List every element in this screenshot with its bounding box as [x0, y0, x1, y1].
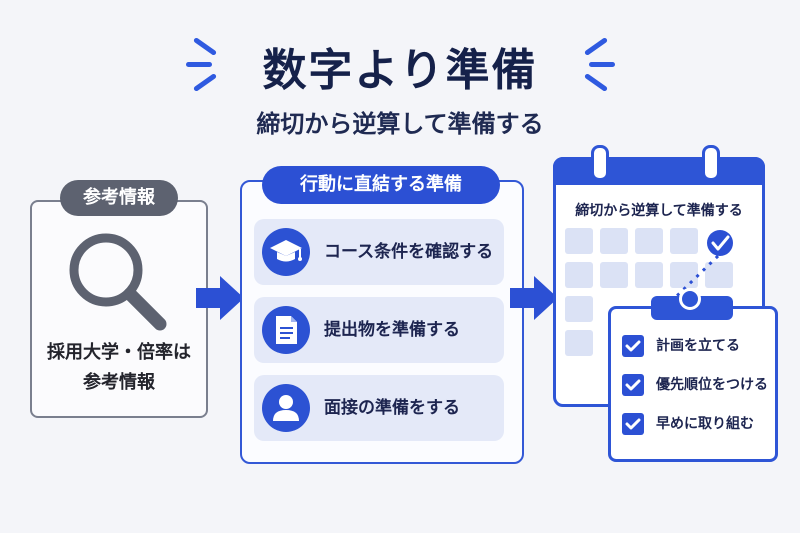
calendar-cell — [600, 262, 628, 288]
calendar-cell — [635, 262, 663, 288]
reference-text-line2: 参考情報 — [83, 372, 155, 393]
burst-line — [589, 62, 615, 67]
calendar-cell — [670, 262, 698, 288]
actions-header: 行動に直結する準備 — [262, 166, 500, 204]
calendar-cell — [670, 228, 698, 254]
checkbox-checked-icon — [622, 335, 644, 357]
action-label: コース条件を確認する — [324, 242, 494, 262]
action-label: 面接の準備をする — [324, 398, 460, 418]
action-item-course: コース条件を確認する — [254, 219, 504, 285]
checklist-item: 早めに取り組む — [656, 416, 754, 432]
calendar-header — [553, 157, 765, 185]
checklist-item: 優先順位をつける — [656, 377, 768, 393]
arrow-right-icon — [196, 276, 244, 320]
arrow-right-icon — [510, 276, 558, 320]
calendar-title: 締切から逆算して準備する — [575, 203, 743, 219]
person-icon — [262, 384, 310, 432]
document-icon — [262, 306, 310, 354]
calendar-cell — [565, 262, 593, 288]
reference-text: 採用大学・倍率は 参考情報 — [30, 338, 208, 398]
calendar-cell — [705, 262, 733, 288]
graduation-cap-icon — [262, 228, 310, 276]
magnifier-icon — [69, 233, 167, 331]
calendar-cell — [600, 228, 628, 254]
reference-header: 参考情報 — [60, 180, 178, 216]
calendar-cell — [565, 296, 593, 322]
action-item-interview: 面接の準備をする — [254, 375, 504, 441]
reference-text-line1: 採用大学・倍率は — [47, 342, 191, 363]
clipboard-ring — [679, 288, 701, 310]
page-subtitle: 締切から逆算して準備する — [256, 110, 544, 138]
action-label: 提出物を準備する — [324, 320, 460, 340]
checkbox-checked-icon — [622, 374, 644, 396]
calendar-cell — [635, 228, 663, 254]
calendar-cell — [565, 228, 593, 254]
page-title: 数字より準備 — [262, 45, 538, 96]
calendar-cell — [565, 330, 593, 356]
calendar-ring — [702, 145, 720, 181]
calendar-ring — [591, 145, 609, 181]
checklist-item: 計画を立てる — [656, 338, 740, 354]
action-item-documents: 提出物を準備する — [254, 297, 504, 363]
burst-line — [186, 62, 212, 67]
checkbox-checked-icon — [622, 413, 644, 435]
